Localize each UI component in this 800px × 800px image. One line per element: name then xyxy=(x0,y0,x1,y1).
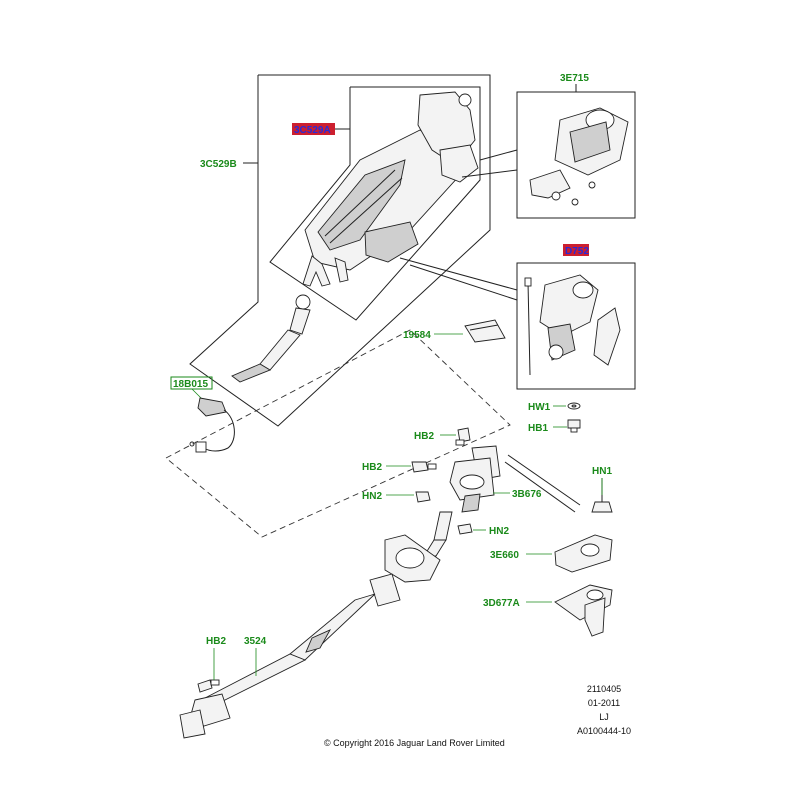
lower-column-shaft-icon xyxy=(231,294,311,383)
illustration-model: LJ xyxy=(599,712,609,722)
washer-hw1-icon xyxy=(567,402,581,410)
label-3e660[interactable]: 3E660 xyxy=(490,550,519,561)
clip-19584-icon xyxy=(464,319,506,343)
label-hn2-left[interactable]: HN2 xyxy=(362,491,382,502)
column-assembly-frame xyxy=(189,74,491,427)
copyright-notice: © Copyright 2016 Jaguar Land Rover Limit… xyxy=(324,738,505,748)
illustration-reference: A0100444-10 xyxy=(577,726,631,736)
bolt-hb1-icon xyxy=(567,419,581,433)
bolt-hb2-upper-icon xyxy=(455,427,471,446)
lower-shaft-dashed-frame xyxy=(165,329,511,538)
illustration-date: 01-2011 xyxy=(588,698,620,708)
label-3d677a[interactable]: 3D677A xyxy=(483,598,520,609)
illustration-number: 2110405 xyxy=(587,684,621,694)
splined-shaft-icon xyxy=(423,511,453,557)
label-hn1[interactable]: HN1 xyxy=(592,466,612,477)
label-3524[interactable]: 3524 xyxy=(244,636,267,647)
nut-hn2-left-icon xyxy=(415,491,431,503)
coupling-3b676-icon xyxy=(449,445,501,513)
label-d752[interactable]: D752 xyxy=(565,246,589,257)
highlight-d752 xyxy=(563,244,589,256)
harness-18b015-icon xyxy=(189,397,235,453)
bolt-hb2-mid-icon xyxy=(411,461,437,473)
nut-hn2-right-icon xyxy=(457,523,473,535)
label-hw1[interactable]: HW1 xyxy=(528,402,551,413)
label-3c529b[interactable]: 3C529B xyxy=(200,159,237,170)
boot-3d677a-icon xyxy=(554,584,613,637)
label-18b015[interactable]: 18B015 xyxy=(173,379,208,390)
d752-detail-box xyxy=(516,262,636,390)
steering-column-icon xyxy=(302,91,479,287)
label-3c529a[interactable]: 3C529A xyxy=(294,125,331,136)
label-3e715[interactable]: 3E715 xyxy=(560,73,589,84)
label-hn2-right[interactable]: HN2 xyxy=(489,526,509,537)
bolt-hb2-lower-icon xyxy=(197,679,220,693)
label-hb1[interactable]: HB1 xyxy=(528,423,548,434)
label-hb2-mid[interactable]: HB2 xyxy=(362,462,382,473)
lower-shaft-3524-icon xyxy=(179,534,441,739)
column-inner-frame xyxy=(269,86,481,321)
d752-actuator-icon xyxy=(524,274,621,376)
label-hb2-lower[interactable]: HB2 xyxy=(206,636,226,647)
label-19584[interactable]: 19584 xyxy=(403,330,431,341)
motor-3e715-icon xyxy=(529,107,629,206)
label-3b676[interactable]: 3B676 xyxy=(512,489,542,500)
harness-label-box xyxy=(170,376,213,390)
highlight-3c529a xyxy=(292,123,335,135)
label-hb2-upper[interactable]: HB2 xyxy=(414,431,434,442)
seal-3e660-icon xyxy=(554,534,613,573)
